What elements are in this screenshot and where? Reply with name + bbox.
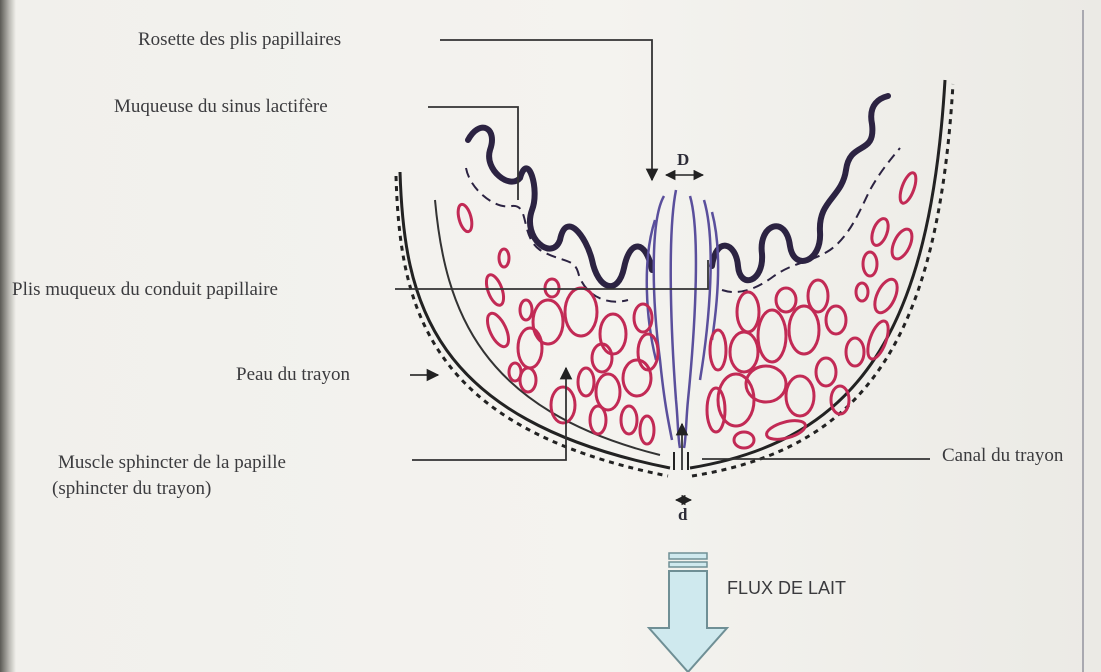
- sphincter-muscle-cells-right: [707, 171, 919, 448]
- label-milk-flow: FLUX DE LAIT: [727, 577, 846, 599]
- sinus-mucosa-left: [468, 128, 652, 286]
- label-sphincter-muscle-note: (sphincter du trayon): [52, 478, 211, 500]
- label-teat-canal: Canal du trayon: [942, 445, 1063, 467]
- milk-flow-arrow: [649, 553, 727, 672]
- teat-skin-outline: [400, 80, 945, 468]
- leader-muscle: [412, 368, 566, 460]
- label-rosette: Rosette des plis papillaires: [138, 29, 341, 51]
- papillary-canal-walls: [674, 452, 688, 470]
- label-dimension-upper: D: [677, 150, 689, 170]
- label-dimension-lower: d: [678, 505, 687, 525]
- sinus-mucosa-right: [712, 96, 888, 280]
- leader-rosette: [440, 40, 652, 180]
- label-sinus-mucosa: Muqueuse du sinus lactifère: [114, 96, 328, 118]
- sphincter-muscle-cells-left: [456, 203, 658, 444]
- label-teat-skin: Peau du trayon: [236, 364, 350, 386]
- label-sphincter-muscle: Muscle sphincter de la papille: [58, 452, 286, 474]
- leader-plis: [395, 260, 708, 289]
- sinus-mucosa-right-dashed: [722, 148, 900, 292]
- label-papillary-folds: Plis muqueux du conduit papillaire: [12, 279, 278, 301]
